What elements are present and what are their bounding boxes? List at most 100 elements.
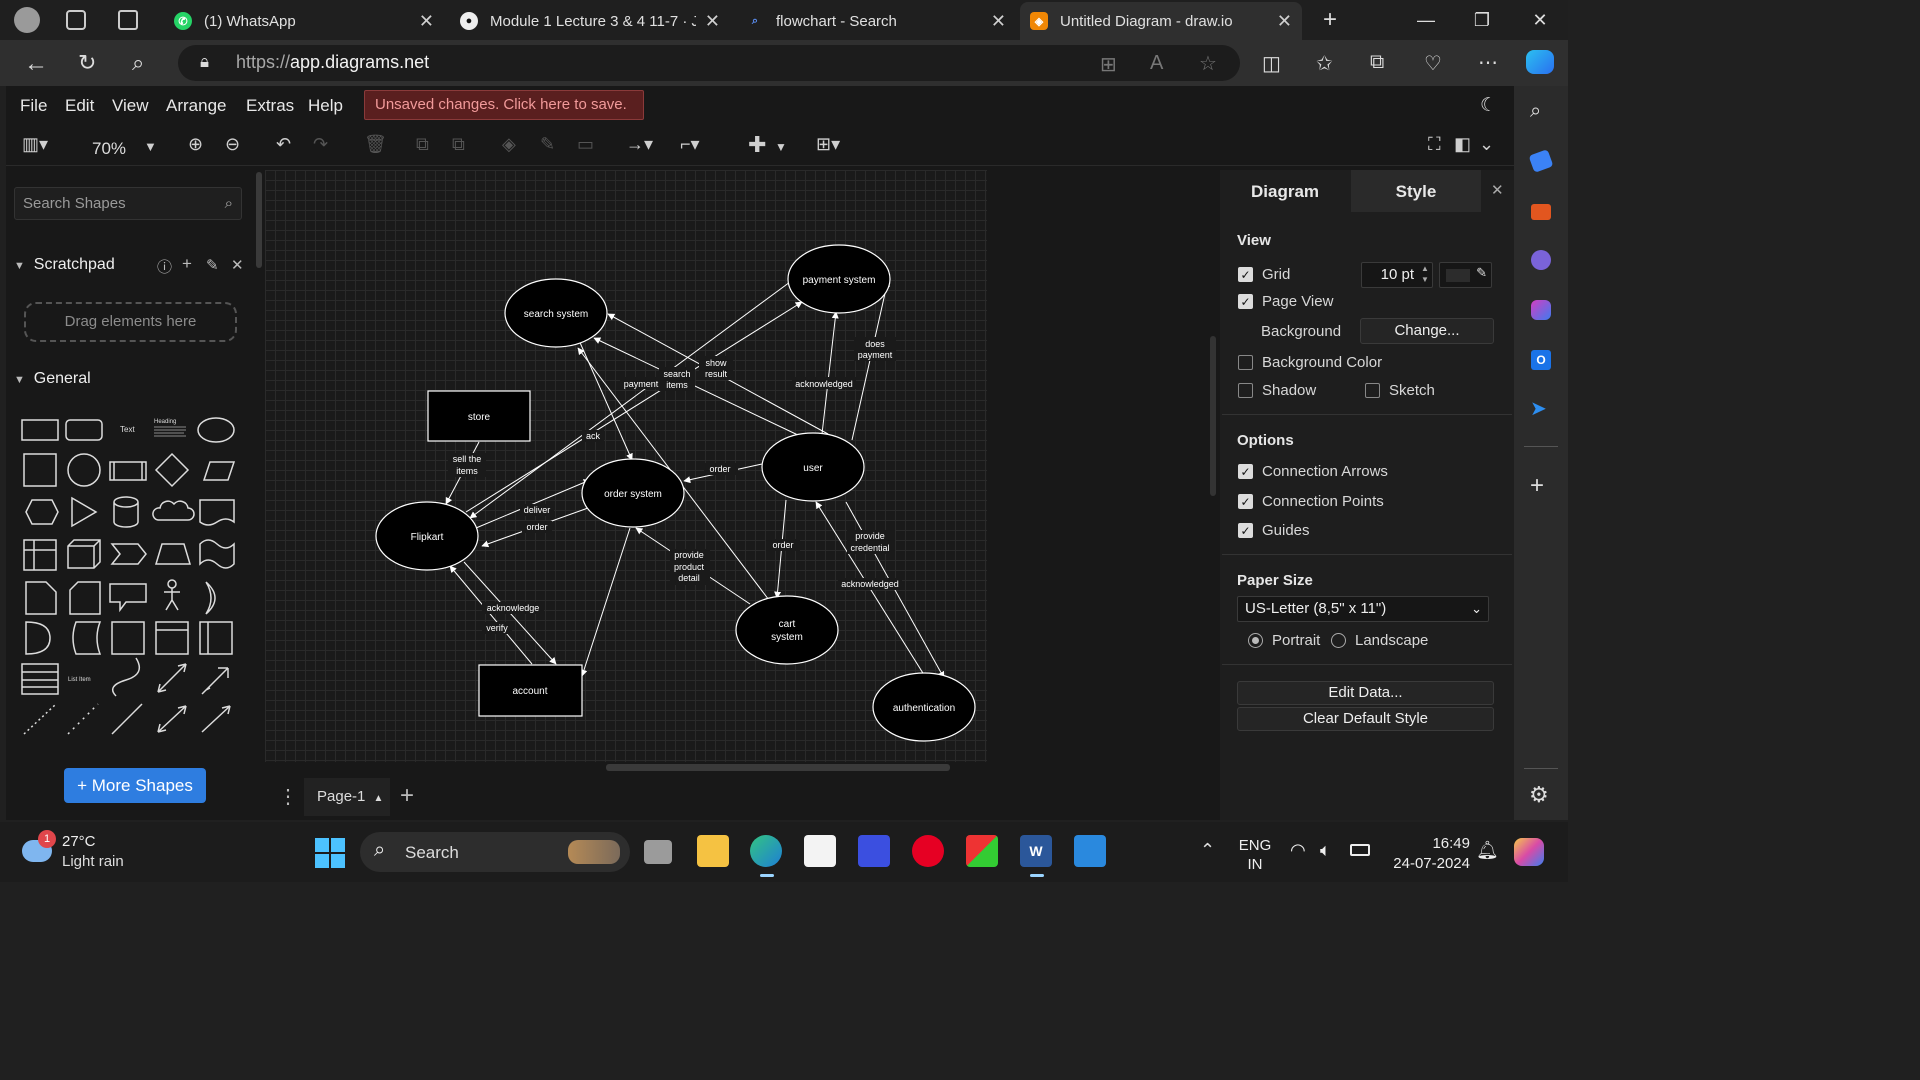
tab-drawio[interactable]: ◈ Untitled Diagram - draw.io ✕ [1020,2,1302,40]
language-indicator[interactable]: ENG IN [1238,836,1272,874]
add-icon[interactable]: + [182,254,192,273]
volume-muted-icon[interactable]: 🔈︎ [1320,840,1331,860]
games-icon[interactable] [1531,250,1551,270]
start-windows-icon[interactable] [315,838,345,868]
collections-icon[interactable]: ⧉ [1370,51,1385,73]
tab-search[interactable]: ⌕ flowchart - Search ✕ [736,4,1016,38]
tools-icon[interactable] [1531,204,1551,220]
wifi-icon[interactable]: ◠ [1290,840,1306,860]
settings-gear-icon[interactable]: ⚙ [1529,782,1549,807]
vertical-scrollbar[interactable] [1210,336,1216,496]
clock[interactable]: 16:49 24-07-2024 [1386,834,1470,874]
connection-arrows-checkbox[interactable]: ✓Connection Arrows [1238,463,1388,480]
search-shapes-input[interactable]: Search Shapes ⌕ [14,187,242,220]
favorite-star-icon[interactable]: ☆ [1199,53,1217,75]
panel-toggle-icon[interactable]: ◧ [1454,134,1472,154]
copilot-icon[interactable] [1526,50,1554,74]
photos-icon[interactable] [1074,835,1106,867]
add-page-icon[interactable]: + [400,782,415,809]
waypoints-icon[interactable]: ⌐▾ [680,134,700,154]
outlook-icon[interactable]: O [1531,350,1551,370]
sidebar-search-icon[interactable]: ⌕ [1530,100,1542,122]
address-bar[interactable] [178,45,1240,81]
menu-edit[interactable]: Edit [65,96,95,115]
help-icon[interactable]: ⓘ [157,259,173,276]
colorful-app-icon[interactable] [966,835,998,867]
insert-dropdown-icon[interactable]: ▼ [775,140,787,154]
edit-icon[interactable]: ✎ [206,257,219,274]
insert-icon[interactable]: ✚ [748,132,767,157]
general-header[interactable]: ▼ General [14,370,91,388]
lock-icon[interactable]: 🔒︎ [200,52,210,71]
read-aloud-icon[interactable]: A [1150,52,1164,74]
browser-essentials-icon[interactable]: ♡ [1424,53,1442,75]
grid-checkbox[interactable]: ✓Grid [1238,266,1290,283]
tab-github[interactable]: ● Module 1 Lecture 3 & 4 11-7 · J ✕ [450,4,730,38]
collapse-icon[interactable]: ⌄ [1479,134,1495,154]
fullscreen-icon[interactable]: ⛶ [1428,134,1441,154]
close-icon[interactable]: ✕ [990,10,1006,31]
grid-size-input[interactable]: 10 pt [1361,262,1433,288]
menu-view[interactable]: View [112,96,149,115]
close-icon[interactable]: ✕ [1276,10,1292,31]
weather-widget[interactable]: 1 27°C Light rain [22,830,142,872]
edge-icon[interactable] [750,835,782,867]
close-icon[interactable]: ✕ [704,10,720,31]
workspaces-icon[interactable] [66,10,86,30]
shape-library[interactable]: Text Heading List Item [16,406,246,746]
background-color-checkbox[interactable]: Background Color [1238,354,1382,371]
pages-menu-icon[interactable]: ⋮ [278,786,298,808]
tab-style[interactable]: Style [1351,170,1481,212]
close-window-button[interactable]: ✕ [1532,10,1548,30]
dark-mode-icon[interactable]: ☾ [1480,95,1498,116]
microsoft-365-icon[interactable] [1531,300,1551,320]
clear-default-style-button[interactable]: Clear Default Style [1237,707,1494,731]
zoom-out-icon[interactable]: ⊖ [225,134,241,154]
taskbar-search[interactable]: ⌕ Search [360,832,630,872]
connection-icon[interactable]: →▾ [626,134,654,154]
restore-button[interactable]: ❐ [1473,10,1491,30]
word-icon[interactable]: W [1020,835,1052,867]
unsaved-changes-banner[interactable]: Unsaved changes. Click here to save. ⤓ [364,90,644,141]
search-icon[interactable]: ⌕ [132,50,145,75]
close-icon[interactable]: ✕ [418,10,434,31]
tab-actions-icon[interactable] [118,10,138,30]
paper-size-select[interactable]: US-Letter (8,5" x 11") ⌄ [1237,596,1489,622]
back-icon[interactable]: ← [24,50,48,77]
zoom-level[interactable]: 70% [92,139,127,158]
tab-whatsapp[interactable]: ✆ (1) WhatsApp ✕ [164,4,444,38]
table-icon[interactable]: ⊞▾ [816,134,841,154]
horizontal-scrollbar[interactable] [606,764,950,771]
new-tab-button[interactable]: + [1322,6,1337,33]
close-icon[interactable]: ✕ [231,257,244,274]
connection-points-checkbox[interactable]: ✓Connection Points [1238,493,1384,510]
close-panel-icon[interactable]: ✕ [1491,182,1504,199]
app-icon[interactable] [858,835,890,867]
menu-extras[interactable]: Extras [246,96,295,115]
battery-icon[interactable] [1350,844,1370,856]
url-text[interactable]: https://app.diagrams.net [236,52,429,73]
sketch-checkbox[interactable]: Sketch [1365,382,1435,399]
profile-avatar[interactable] [14,7,40,33]
undo-icon[interactable]: ↶ [276,134,292,154]
copilot-taskbar-icon[interactable] [1514,838,1544,866]
tab-diagram[interactable]: Diagram [1220,170,1350,212]
apps-icon[interactable]: ⊞ [1100,54,1117,76]
format-panel-toggle-icon[interactable]: ▥▾ [22,134,49,154]
change-background-button[interactable]: Change... [1360,318,1494,344]
grid-color-swatch[interactable]: ✎ [1439,262,1492,288]
menu-help[interactable]: Help [308,96,343,115]
store-icon[interactable] [804,835,836,867]
guides-checkbox[interactable]: ✓Guides [1238,522,1310,539]
more-shapes-button[interactable]: + More Shapes [64,768,206,803]
task-view-icon[interactable] [644,840,672,864]
show-hidden-icons[interactable]: ⌃ [1200,840,1216,860]
refresh-icon[interactable]: ↻ [78,50,97,75]
menu-file[interactable]: File [20,96,48,115]
scratchpad-drop-zone[interactable]: Drag elements here [24,302,237,342]
page-view-checkbox[interactable]: ✓Page View [1238,293,1333,310]
pinterest-icon[interactable] [912,835,944,867]
landscape-radio[interactable]: Landscape [1331,632,1428,649]
panel-scrollbar[interactable] [256,172,262,268]
zoom-in-icon[interactable]: ⊕ [188,134,204,154]
